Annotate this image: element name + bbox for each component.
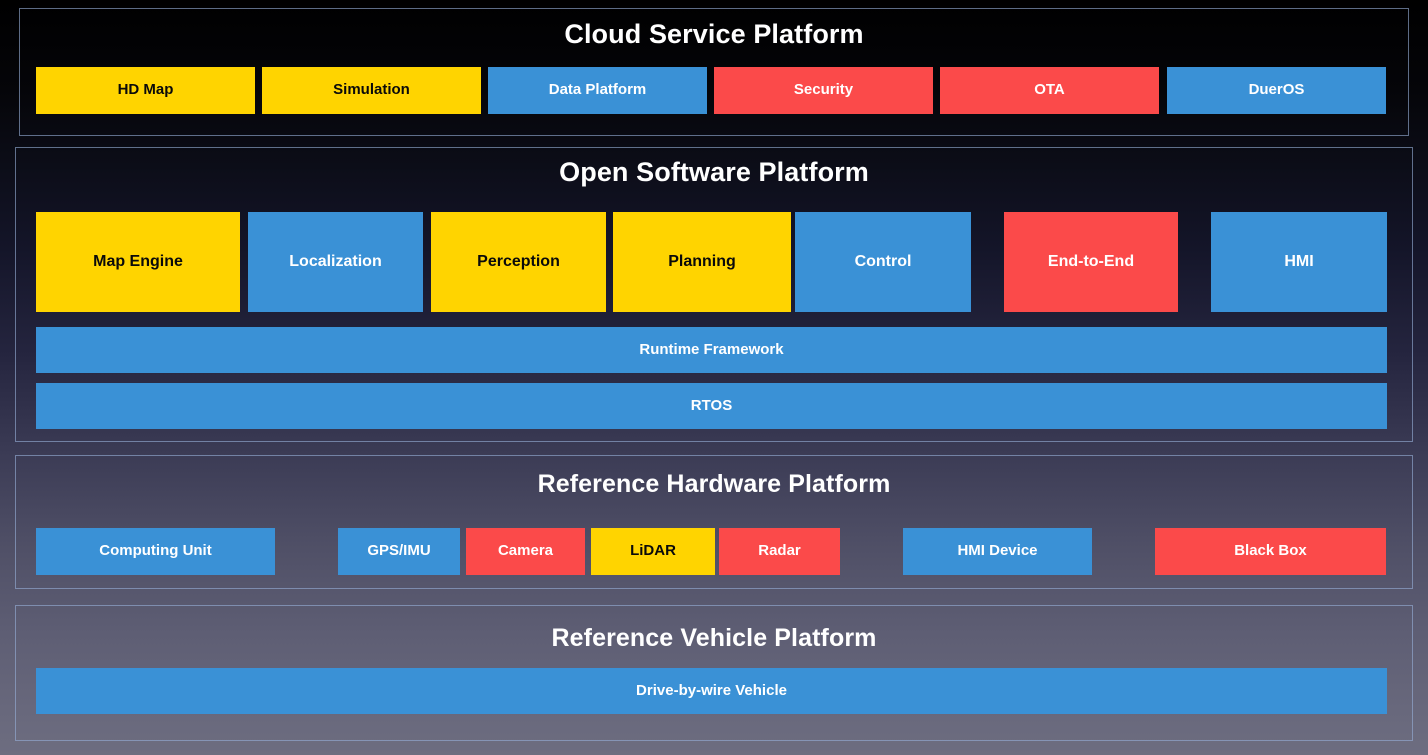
- panel-reference-hardware-platform: [15, 455, 1413, 589]
- panel-cloud-service-platform: [19, 8, 1409, 136]
- software-module-end-to-end[interactable]: End-to-End: [1004, 212, 1178, 312]
- panel-title-cloud-service-platform: Cloud Service Platform: [564, 19, 864, 49]
- software-bar-runtime-framework[interactable]: Runtime Framework: [36, 327, 1387, 373]
- cloud-box-simulation[interactable]: Simulation: [262, 67, 481, 114]
- software-module-perception[interactable]: Perception: [431, 212, 606, 312]
- hardware-box-lidar[interactable]: LiDAR: [591, 528, 715, 575]
- hardware-box-camera[interactable]: Camera: [466, 528, 585, 575]
- cloud-box-data-platform[interactable]: Data Platform: [488, 67, 707, 114]
- panel-title-reference-hardware-platform: Reference Hardware Platform: [537, 470, 891, 498]
- cloud-box-security[interactable]: Security: [714, 67, 933, 114]
- panel-title-open-software-platform: Open Software Platform: [559, 157, 869, 187]
- panel-reference-vehicle-platform: [15, 605, 1413, 741]
- cloud-box-ota[interactable]: OTA: [940, 67, 1159, 114]
- hardware-box-computing-unit[interactable]: Computing Unit: [36, 528, 275, 575]
- vehicle-box-drive-by-wire-vehicle[interactable]: Drive-by-wire Vehicle: [36, 668, 1387, 714]
- software-module-localization[interactable]: Localization: [248, 212, 423, 312]
- hardware-box-radar[interactable]: Radar: [719, 528, 840, 575]
- software-module-planning[interactable]: Planning: [613, 212, 791, 312]
- hardware-box-hmi-device[interactable]: HMI Device: [903, 528, 1092, 575]
- software-bar-rtos[interactable]: RTOS: [36, 383, 1387, 429]
- software-module-control[interactable]: Control: [795, 212, 971, 312]
- software-module-hmi[interactable]: HMI: [1211, 212, 1387, 312]
- hardware-box-black-box[interactable]: Black Box: [1155, 528, 1386, 575]
- panel-open-software-platform: [15, 147, 1413, 442]
- cloud-box-hd-map[interactable]: HD Map: [36, 67, 255, 114]
- hardware-box-gps-imu[interactable]: GPS/IMU: [338, 528, 460, 575]
- panel-title-reference-vehicle-platform: Reference Vehicle Platform: [551, 624, 877, 652]
- software-module-map-engine[interactable]: Map Engine: [36, 212, 240, 312]
- cloud-box-dueros[interactable]: DuerOS: [1167, 67, 1386, 114]
